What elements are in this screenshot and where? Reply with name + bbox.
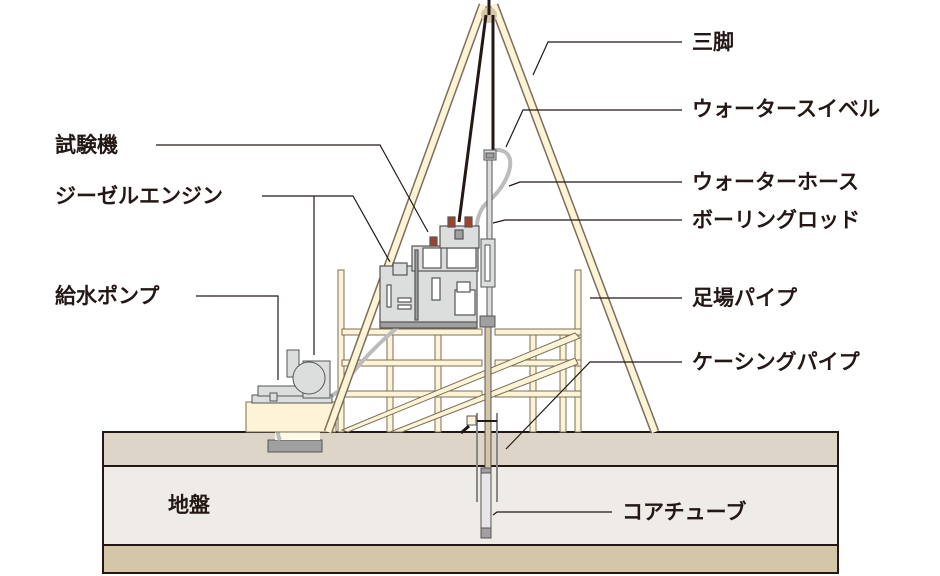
label-water-pump: 給水ポンプ (55, 284, 160, 308)
casing-pipe (460, 413, 498, 502)
tripod (323, 0, 660, 434)
wire-rope (457, 14, 488, 223)
label-testing-machine: 試験機 (55, 133, 118, 157)
pump-pit (267, 439, 323, 453)
label-casing-pipe: ケーシングパイプ (692, 350, 860, 374)
diesel-engine (286, 349, 331, 399)
testing-machine (379, 216, 480, 329)
label-scaffold-pipe: 足場パイプ (692, 286, 797, 310)
core-tube (480, 467, 492, 539)
boring-rod (479, 149, 497, 469)
label-core-tube: コアチューブ (622, 500, 747, 524)
leader-lines (156, 41, 682, 516)
label-ground: 地盤 (168, 493, 210, 517)
pit-water (275, 432, 320, 440)
label-diesel-engine: ジーゼルエンジン (55, 184, 223, 208)
ground (102, 431, 839, 574)
scaffold (337, 269, 582, 433)
label-boring-rod: ボーリングロッド (692, 208, 860, 232)
label-water-swivel: ウォータースイベル (692, 97, 880, 121)
label-water-hose: ウォーターホース (692, 170, 859, 194)
label-tripod: 三脚 (692, 30, 734, 54)
